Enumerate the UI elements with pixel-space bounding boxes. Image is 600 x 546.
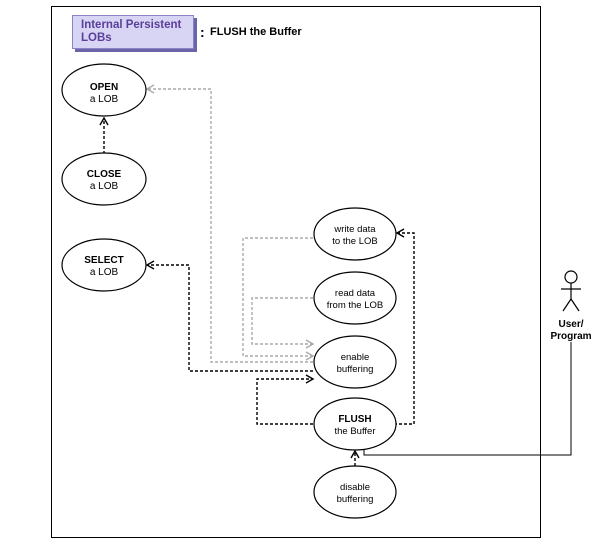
page-title: FLUSH the Buffer [210,26,302,38]
flush-label: FLUSH [338,414,371,425]
use-case-select[interactable]: SELECT a LOB [61,238,147,292]
select-label: SELECT [84,255,123,266]
dependency-enable-to-open [145,84,313,363]
enable-sublabel: buffering [337,364,374,375]
disable-label: disable [340,482,370,493]
close-sublabel: a LOB [90,181,119,192]
title-separator: : [200,24,205,40]
read-label: read data [335,288,376,299]
use-case-write[interactable]: write data to the LOB [313,207,397,261]
use-case-flush[interactable]: FLUSH the Buffer [313,397,397,451]
read-sublabel: from the LOB [327,300,384,311]
write-sublabel: to the LOB [332,236,377,247]
select-sublabel: a LOB [90,267,119,278]
use-case-close[interactable]: CLOSE a LOB [61,152,147,206]
use-case-disable[interactable]: disable buffering [313,465,397,519]
actor-label: User/ [558,319,583,330]
dependency-flush-to-write [394,228,415,425]
dependency-read-to-enable [251,297,315,349]
badge-label: Internal Persistent LOBs [81,19,182,44]
enable-label: enable [341,352,370,363]
disable-sublabel: buffering [337,494,374,505]
use-case-read[interactable]: read data from the LOB [313,271,397,325]
open-label: OPEN [90,82,118,93]
write-label: write data [333,224,376,235]
title-badge: Internal Persistent LOBs [72,15,194,49]
dependency-enable-to-select [145,260,313,372]
flush-sublabel: the Buffer [334,426,375,437]
actor-sublabel: Program [550,331,591,342]
actor-user-program[interactable]: User/ Program [550,270,592,342]
stick-figure-icon [561,270,581,312]
use-case-enable[interactable]: enable buffering [313,335,397,389]
diagram-frame [51,6,541,538]
dependency-flush-to-enable [256,374,315,425]
use-case-open[interactable]: OPEN a LOB [61,63,147,117]
open-sublabel: a LOB [90,94,119,105]
close-label: CLOSE [87,169,122,180]
dependency-write-to-enable [242,237,315,361]
